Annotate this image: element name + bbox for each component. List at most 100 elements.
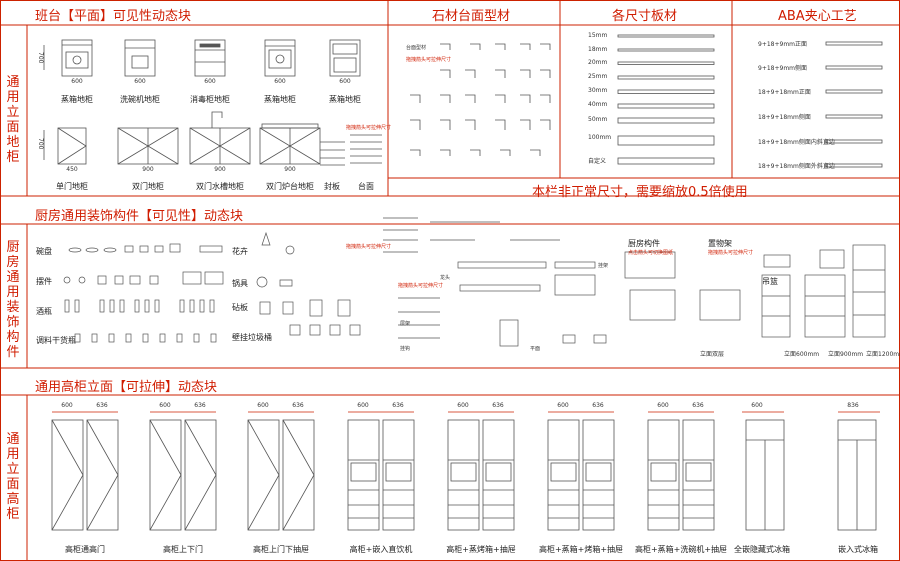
- tall-label-8: 嵌入式冰箱: [838, 545, 878, 554]
- section2-drawings: [63, 217, 886, 347]
- tall-label-0: 高柜通高门: [65, 545, 105, 554]
- tall-label-7: 全嵌隐藏式冰箱: [734, 545, 790, 554]
- section1-title: 班台【平面】可见性动态块: [35, 9, 192, 24]
- tall-w1-6: 600: [657, 402, 669, 409]
- board-40: [617, 103, 715, 109]
- tall-cabinet-3: [347, 411, 415, 531]
- aba-label-0: 9+18+9mm正面: [758, 41, 808, 48]
- section3-side-label: 通用立面高柜: [6, 432, 20, 522]
- board-label-8: 自定义: [588, 158, 607, 165]
- tall-cabinet-2: [247, 411, 315, 531]
- rack-label-0: 立面双层: [700, 351, 725, 358]
- tall-w2-0: 636: [96, 402, 108, 409]
- bottom-cabinet-width-3: 900: [284, 166, 296, 173]
- tall-label-4: 高柜+蒸烤箱+抽屉: [446, 545, 516, 554]
- tall-label-1: 高柜上下门: [163, 545, 203, 554]
- rack-label-1: 立面600mm: [784, 351, 820, 358]
- tall-cabinet-0: [51, 411, 119, 531]
- bottles-row: [64, 299, 215, 313]
- board-50: [617, 117, 715, 124]
- board-15: [617, 34, 715, 38]
- aba-label-2: 18+9+18mm正面: [758, 89, 811, 96]
- stone-profile-grid: [410, 43, 551, 156]
- bottom-cabinet-label-1: 双门地柜: [132, 182, 164, 191]
- section1-drawings: [43, 39, 382, 166]
- ornaments-row: [63, 271, 224, 285]
- cabinet-label-4: 蒸箱地柜: [329, 95, 361, 104]
- tall-w2-3: 636: [392, 402, 404, 409]
- board-label-3: 25mm: [588, 73, 608, 80]
- board-20: [617, 61, 715, 65]
- cabinet-label-1: 洗碗机地柜: [120, 95, 160, 104]
- section2-bottom-note: 平面: [530, 346, 541, 352]
- aba-label-4: 18+9+18mm侧面内斜直边: [758, 139, 835, 146]
- aba-strips: [825, 41, 883, 168]
- board-18: [617, 48, 715, 52]
- section2-side-label: 厨房通用装饰构件: [6, 240, 20, 360]
- bottom-cabinet-label-0: 单门地柜: [56, 182, 88, 191]
- tall-label-6: 高柜+蒸箱+洗碗机+抽屉: [634, 545, 728, 554]
- aba-1: [825, 41, 883, 46]
- tall-label-5: 高柜+蒸箱+烤箱+抽屉: [538, 545, 624, 554]
- tall-w1-0: 600: [61, 402, 73, 409]
- section2-row-3: 调料干货瓶: [36, 336, 76, 345]
- aba-title: ABA夹心工艺: [778, 9, 857, 24]
- shelf-label: 置物架: [708, 239, 732, 248]
- section2-row-0: 碗盘: [36, 247, 52, 256]
- cabinet-single-door: [57, 127, 87, 165]
- section1-side-label: 通用立面地柜: [6, 75, 20, 165]
- dim-700a: 700: [37, 52, 44, 64]
- cabinet-width-3: 600: [274, 78, 286, 85]
- section2-row2-3: 壁挂垃圾桶: [232, 333, 272, 342]
- cabinet-sink: [189, 111, 251, 165]
- tall-w1-8: 836: [847, 402, 859, 409]
- aba-4: [825, 114, 883, 119]
- hardware-label: 厨房构件: [628, 239, 660, 248]
- faucet-label: 龙头: [440, 275, 451, 281]
- section2-row-1: 摆件: [36, 277, 52, 286]
- board-25: [617, 75, 715, 80]
- tall-cabinet-1: [149, 411, 217, 531]
- plates-row: [68, 243, 223, 253]
- bottom-cabinet-label-3: 双门炉台地柜: [266, 182, 314, 191]
- tall-label-3: 高柜+嵌入直饮机: [349, 545, 413, 554]
- tall-w1-5: 600: [557, 402, 569, 409]
- aba-2: [825, 65, 883, 70]
- bottom-cabinet-width-1: 900: [142, 166, 154, 173]
- cabinet-width-1: 600: [134, 78, 146, 85]
- tall-cabinet-4: [447, 411, 515, 531]
- cabinet-label-0: 蒸箱地柜: [61, 95, 93, 104]
- cabinet-double-door: [117, 127, 179, 165]
- wall-racks: [457, 251, 741, 347]
- section2-title: 厨房通用装饰构件【可见性】动态块: [35, 209, 244, 224]
- cabinet-width-0: 600: [71, 78, 83, 85]
- cabinet-steam-3: [329, 39, 361, 77]
- bottom-cabinet-width-0: 450: [66, 166, 78, 173]
- tall-w2-4: 636: [492, 402, 504, 409]
- seal-panels: [320, 141, 345, 166]
- small-label-1: 层架: [400, 321, 411, 327]
- cabinet-label-3: 蒸箱地柜: [264, 95, 296, 104]
- board-label-0: 15mm: [588, 32, 608, 39]
- hardware-note: 点击箭头可切换图纸: [628, 250, 674, 256]
- aba-label-1: 9+18+9mm侧面: [758, 65, 808, 72]
- cabinet-label-2: 消毒柜地柜: [190, 95, 230, 104]
- hang-label: 吊篮: [762, 277, 778, 286]
- tall-cabinet-6: [647, 411, 715, 531]
- flower-and-pans: [256, 231, 361, 336]
- stone-profiles: [410, 43, 551, 156]
- board-30: [617, 89, 715, 94]
- dim-700b: 700: [37, 138, 44, 150]
- board-label-6: 50mm: [588, 116, 608, 123]
- stone-title: 石材台面型材: [432, 9, 511, 24]
- board-label-7: 100mm: [588, 134, 612, 141]
- shelf-note: 拖拽箭头可拉伸尺寸: [708, 250, 754, 256]
- rack-label-3: 立面1200mm: [866, 351, 900, 358]
- board-strips: [617, 34, 715, 165]
- section2-row2-2: 砧板: [232, 303, 248, 312]
- tall-cabinet-5: [547, 411, 615, 531]
- board-label-5: 40mm: [588, 101, 608, 108]
- board-label-4: 30mm: [588, 87, 608, 94]
- cabinet-width-4: 600: [339, 78, 351, 85]
